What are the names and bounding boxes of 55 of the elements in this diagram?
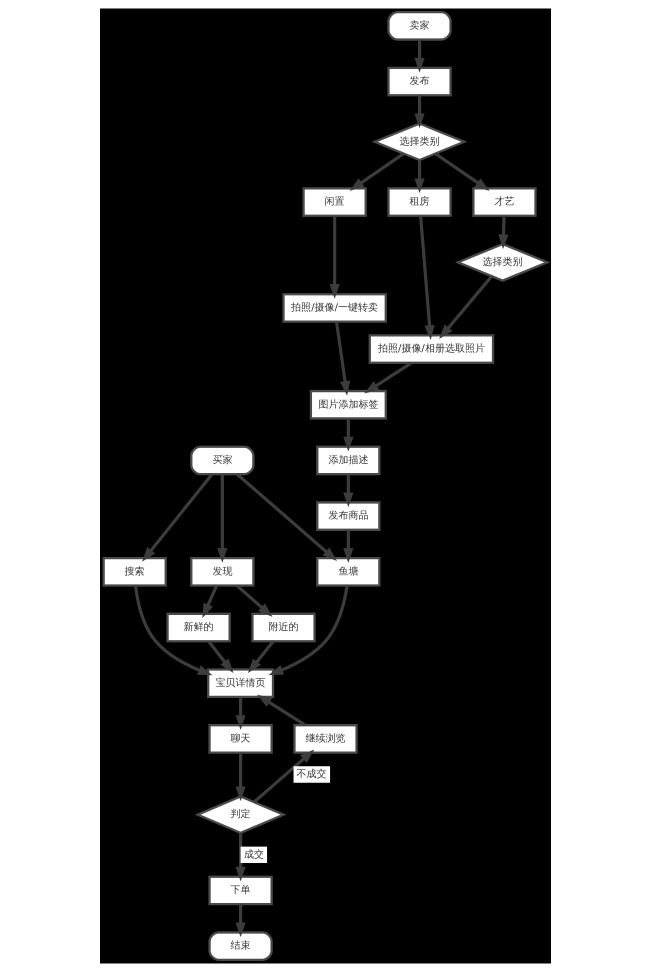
node-diamond: 选择类别 xyxy=(371,122,467,162)
node-box: 新鲜的 xyxy=(166,612,230,642)
arrow xyxy=(364,362,412,394)
arrow xyxy=(438,275,492,339)
node-box: 拍照/摄像/一键转卖 xyxy=(282,293,386,323)
node-box: 搜索 xyxy=(102,556,166,587)
node-box: 鱼塘 xyxy=(316,556,380,587)
node-box: 闲置 xyxy=(302,187,366,217)
node-box: 图片添加标签 xyxy=(309,390,386,420)
arrow xyxy=(342,418,353,452)
node-box: 卖家 xyxy=(386,11,452,41)
node-box: 继续浏览 xyxy=(292,724,358,754)
edge-label: 成交 xyxy=(243,849,264,860)
arrow xyxy=(434,152,490,191)
arrow xyxy=(498,216,508,250)
arrow xyxy=(349,152,404,191)
arrow xyxy=(202,585,218,618)
arrow xyxy=(418,216,434,340)
arrow xyxy=(247,640,274,674)
node-box: 发布 xyxy=(386,66,452,96)
arrow xyxy=(234,697,246,730)
node-box: 结束 xyxy=(208,931,272,961)
arrow xyxy=(342,530,353,563)
arrow xyxy=(414,40,424,73)
arrow xyxy=(414,95,424,128)
arrow xyxy=(216,474,227,563)
arrow xyxy=(329,216,340,299)
arrow xyxy=(256,694,306,726)
arrow xyxy=(234,904,246,938)
arrow xyxy=(268,585,348,676)
node-box: 买家 xyxy=(190,446,254,476)
arrow xyxy=(342,474,353,508)
node-box: 拍照/摄像/相册选取照片 xyxy=(368,334,494,364)
arrow xyxy=(134,585,212,676)
node-box: 发布商品 xyxy=(316,501,380,531)
node-box: 宝贝详情页 xyxy=(206,668,274,698)
arrow xyxy=(252,750,314,804)
node-box: 添加描述 xyxy=(316,446,380,476)
arrow xyxy=(207,640,233,674)
node-diamond: 选择类别 xyxy=(454,242,550,282)
edge-label: 不成交 xyxy=(296,769,326,780)
node-diamond: 判定 xyxy=(194,795,286,834)
node-box: 发现 xyxy=(190,556,254,587)
arrow xyxy=(234,752,246,802)
node-box: 附近的 xyxy=(250,612,316,642)
arrow xyxy=(236,584,272,617)
node-box: 聊天 xyxy=(208,724,272,754)
arrow xyxy=(334,321,350,396)
arrow xyxy=(414,160,424,194)
node-box: 租房 xyxy=(386,187,452,217)
node-box: 才艺 xyxy=(472,187,536,217)
arrow xyxy=(235,472,336,562)
arrow xyxy=(234,833,246,882)
arrow xyxy=(142,473,213,562)
node-box: 下单 xyxy=(208,876,272,906)
